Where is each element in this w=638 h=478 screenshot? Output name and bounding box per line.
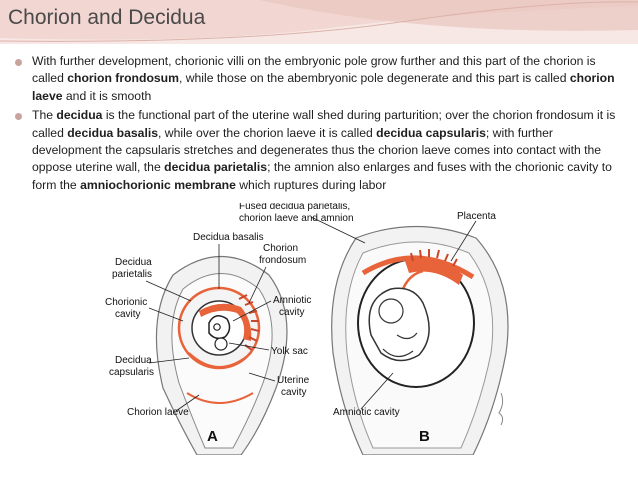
- bullet-text: ; with further development the capsulari…: [32, 125, 602, 175]
- label-chorion-frondosum-2: frondosum: [259, 255, 306, 266]
- panel-a-illustration: [155, 256, 288, 455]
- label-amniotic-cavity: Amniotic: [273, 295, 311, 306]
- term-decidua-parietalis: decidua parietalis: [164, 160, 268, 175]
- term-chorion-frondosum: chorion frondosum: [67, 71, 179, 86]
- slide-title: Chorion and Decidua: [8, 6, 206, 29]
- bullet-chorion: With further development, chorionic vill…: [14, 53, 626, 105]
- label-chorionic-cavity-2: cavity: [115, 309, 141, 320]
- label-panel-a: A: [207, 428, 218, 445]
- panel-b-leader-lines: [310, 216, 477, 410]
- bullet-dot-icon: [15, 59, 22, 66]
- bullet-decidua: The decidua is the functional part of th…: [14, 107, 626, 194]
- bullet-text: and it is smooth: [62, 88, 152, 103]
- term-decidua-capsularis: decidua capsularis: [376, 125, 486, 140]
- bullet-text: With further development, chorionic vill…: [32, 54, 596, 86]
- label-decidua-parietalis-2: parietalis: [112, 269, 152, 280]
- title-banner: [0, 0, 638, 44]
- term-decidua-basalis: decidua basalis: [67, 125, 159, 140]
- panel-b-illustration: [331, 225, 509, 455]
- label-decidua-parietalis: Decidua: [115, 257, 152, 268]
- term-decidua: decidua: [56, 108, 103, 123]
- panel-a-leader-lines: [145, 244, 276, 412]
- label-yolk-sac: Yolk sac: [271, 346, 308, 357]
- bullet-dot-icon: [15, 113, 22, 121]
- bullet-text: is the functional part of the uterine wa…: [32, 108, 616, 140]
- label-decidua-capsularis-2: capsularis: [109, 367, 154, 378]
- label-decidua-basalis: Decidua basalis: [193, 232, 264, 243]
- label-decidua-capsularis: Decidua: [115, 355, 152, 366]
- bullet-text: The: [32, 108, 57, 123]
- term-chorion-laeve: chorion laeve: [32, 71, 615, 103]
- term-amniochorionic-membrane: amniochorionic membrane: [80, 177, 236, 192]
- label-placenta: Placenta: [457, 211, 496, 222]
- label-uterine-cavity-2: cavity: [281, 387, 307, 398]
- label-fused-membranes-2: chorion laeve and amnion: [239, 213, 354, 224]
- uterus-diagram: Decidua basalis Decidua parietalis Chori…: [101, 203, 519, 455]
- label-amniotic-cavity-2: cavity: [279, 307, 305, 318]
- label-amniotic-cavity-b: Amniotic cavity: [333, 407, 400, 418]
- bullet-text: , while over the chorion laeve it is cal…: [158, 125, 377, 140]
- bullet-text: ; the amnion also enlarges and fuses wit…: [32, 160, 612, 192]
- bullet-list: With further development, chorionic vill…: [14, 53, 626, 196]
- label-panel-b: B: [419, 428, 430, 445]
- label-chorion-frondosum: Chorion: [263, 243, 298, 254]
- bullet-text: , while those on the abembryonic pole de…: [178, 71, 570, 86]
- bullet-text: which ruptures during labor: [235, 177, 387, 192]
- label-chorionic-cavity: Chorionic: [105, 297, 147, 308]
- label-uterine-cavity: Uterine: [277, 375, 310, 386]
- label-chorion-laeve: Chorion laeve: [127, 407, 189, 418]
- label-fused-membranes: Fused decidua parietalis,: [239, 203, 350, 212]
